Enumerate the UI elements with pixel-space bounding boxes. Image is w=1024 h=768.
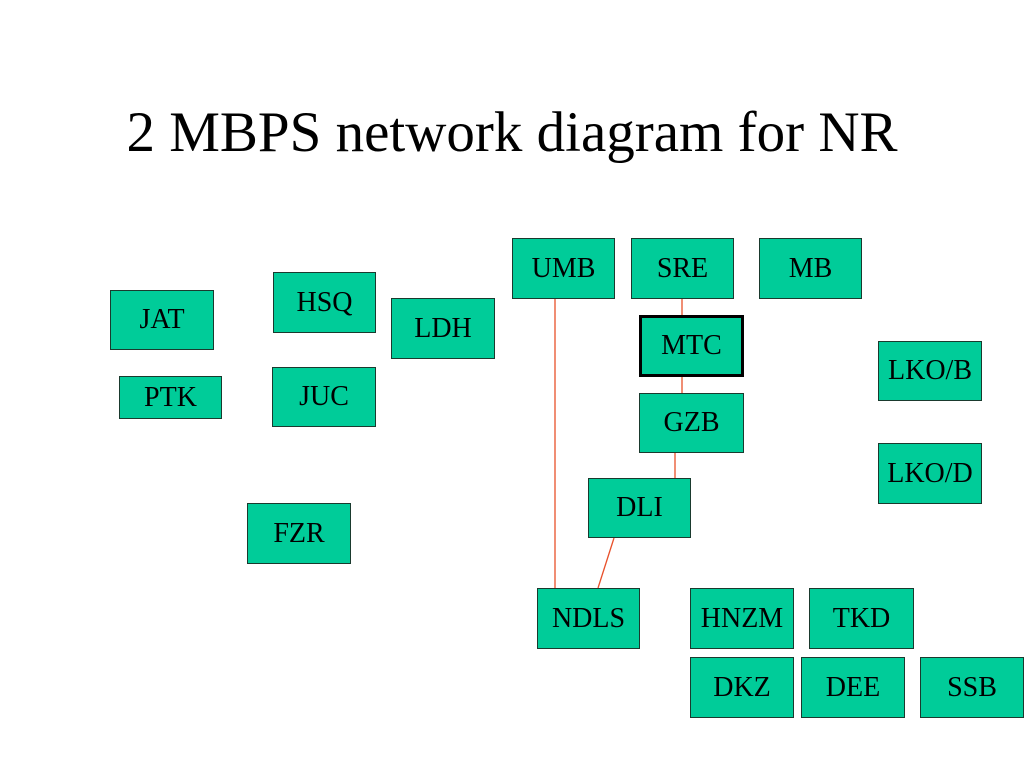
- node-lko-b: LKO/B: [878, 341, 982, 401]
- node-ndls: NDLS: [537, 588, 640, 649]
- node-hsq: HSQ: [273, 272, 376, 333]
- node-gzb: GZB: [639, 393, 744, 453]
- node-dee: DEE: [801, 657, 905, 718]
- node-mtc: MTC: [639, 315, 744, 377]
- node-sre: SRE: [631, 238, 734, 299]
- node-ldh: LDH: [391, 298, 495, 359]
- node-dkz: DKZ: [690, 657, 794, 718]
- page-title: 2 MBPS network diagram for NR: [126, 101, 898, 164]
- node-juc: JUC: [272, 367, 376, 427]
- node-dli: DLI: [588, 478, 691, 538]
- node-mb: MB: [759, 238, 862, 299]
- node-hnzm: HNZM: [690, 588, 794, 649]
- node-fzr: FZR: [247, 503, 351, 564]
- node-tkd: TKD: [809, 588, 914, 649]
- node-lko-d: LKO/D: [878, 443, 982, 504]
- node-ssb: SSB: [920, 657, 1024, 718]
- node-umb: UMB: [512, 238, 615, 299]
- link-dli-ndls: [597, 537, 615, 589]
- node-jat: JAT: [110, 290, 214, 350]
- node-ptk: PTK: [119, 376, 222, 419]
